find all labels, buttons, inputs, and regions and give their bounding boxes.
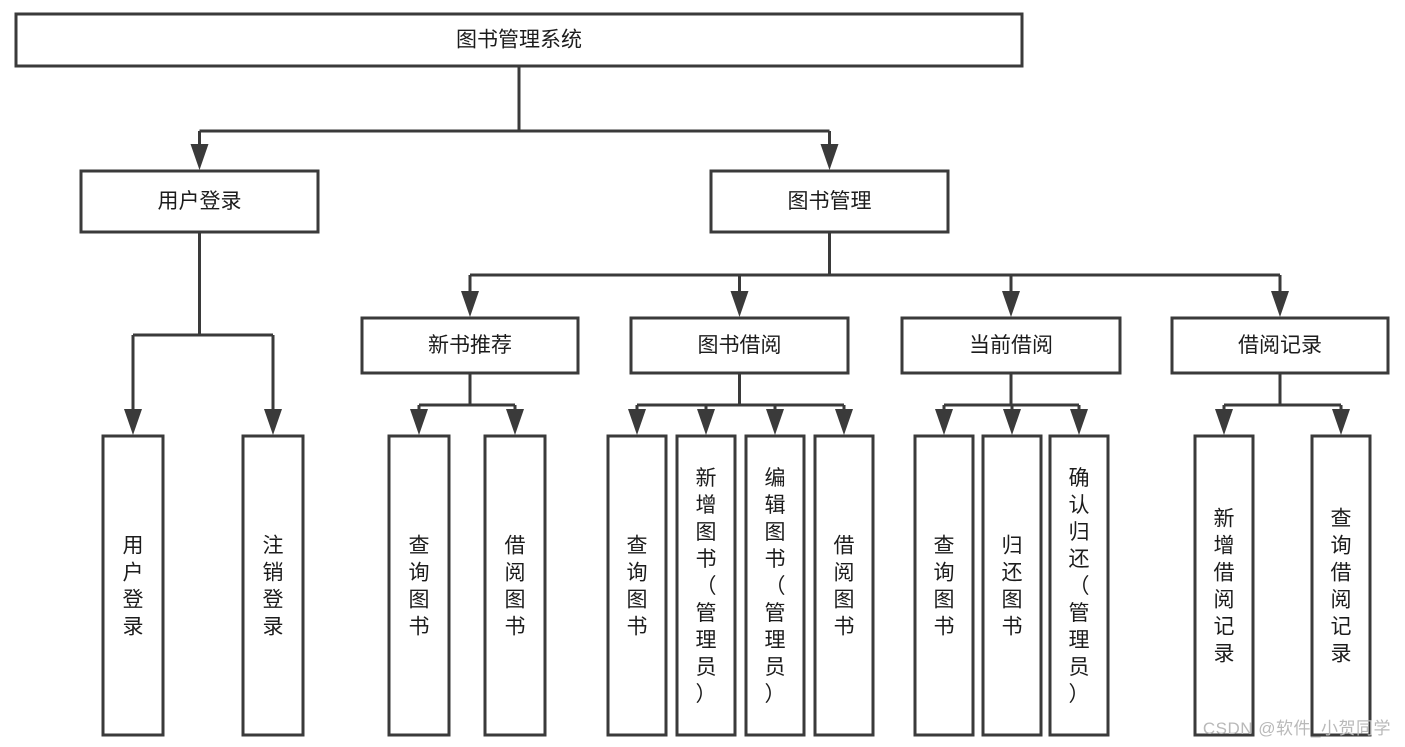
csdn-watermark: CSDN @软件_小贺同学: [1202, 719, 1391, 738]
node-leaf-confirm-return[interactable]: 确认归还（管理员）: [1048, 434, 1110, 737]
node-current-borrow[interactable]: 当前借阅: [900, 316, 1122, 375]
node-layer: 图书管理系统用户登录图书管理新书推荐图书借阅当前借阅借阅记录用户登录注销登录查询…: [14, 12, 1390, 737]
node-leaf-add-book[interactable]: 新增图书（管理员）: [675, 434, 737, 737]
node-label: 查询图书: [627, 535, 648, 639]
connector-group-borrow-record: [1215, 373, 1350, 435]
connector-group-new-book-rec: [410, 373, 524, 435]
node-label: 查询借阅记录: [1331, 508, 1352, 666]
node-book-manage[interactable]: 图书管理: [709, 169, 950, 234]
node-label: 图书管理: [788, 190, 872, 213]
node-label: 确认归还（管理员）: [1069, 467, 1090, 706]
node-borrow-record[interactable]: 借阅记录: [1170, 316, 1390, 375]
node-label: 用户登录: [158, 190, 242, 213]
connector-layer: [124, 66, 1350, 435]
node-leaf-add-record[interactable]: 新增借阅记录: [1193, 434, 1255, 737]
node-leaf-borrow-book[interactable]: 借阅图书: [813, 434, 875, 737]
node-leaf-borrow-book-rec[interactable]: 借阅图书: [483, 434, 547, 737]
node-label: 归还图书: [1002, 535, 1023, 639]
node-label: 当前借阅: [969, 334, 1053, 357]
node-label: 查询图书: [934, 535, 955, 639]
connector-group-root: [190, 66, 839, 170]
connector-group-current-borrow: [935, 373, 1088, 435]
node-leaf-query-book-borrow[interactable]: 查询图书: [606, 434, 668, 737]
node-root[interactable]: 图书管理系统: [14, 12, 1024, 68]
node-leaf-logout[interactable]: 注销登录: [241, 434, 305, 737]
node-label: 查询图书: [409, 535, 430, 639]
connector-group-book-manage: [461, 232, 1289, 317]
node-label: 新书推荐: [428, 334, 512, 357]
node-label: 图书借阅: [698, 334, 782, 357]
node-label: 注销登录: [263, 535, 284, 639]
node-leaf-query-record[interactable]: 查询借阅记录: [1310, 434, 1372, 737]
node-label: 借阅记录: [1238, 334, 1322, 357]
node-label: 借阅图书: [834, 535, 855, 639]
node-leaf-edit-book[interactable]: 编辑图书（管理员）: [744, 434, 806, 737]
node-leaf-query-book-rec[interactable]: 查询图书: [387, 434, 451, 737]
node-user-login[interactable]: 用户登录: [79, 169, 320, 234]
connector-group-user-login: [124, 232, 282, 435]
node-leaf-user-login[interactable]: 用户登录: [101, 434, 165, 737]
node-new-book-rec[interactable]: 新书推荐: [360, 316, 580, 375]
node-label: 用户登录: [123, 535, 144, 639]
node-label: 新增图书（管理员）: [696, 467, 717, 706]
node-label: 新增借阅记录: [1214, 508, 1235, 666]
node-label: 图书管理系统: [456, 29, 582, 52]
node-leaf-return-book[interactable]: 归还图书: [981, 434, 1043, 737]
node-label: 编辑图书（管理员）: [765, 467, 786, 706]
connector-group-book-borrow: [628, 373, 853, 435]
node-label: 借阅图书: [505, 535, 526, 639]
node-book-borrow[interactable]: 图书借阅: [629, 316, 850, 375]
node-leaf-query-book-cur[interactable]: 查询图书: [913, 434, 975, 737]
